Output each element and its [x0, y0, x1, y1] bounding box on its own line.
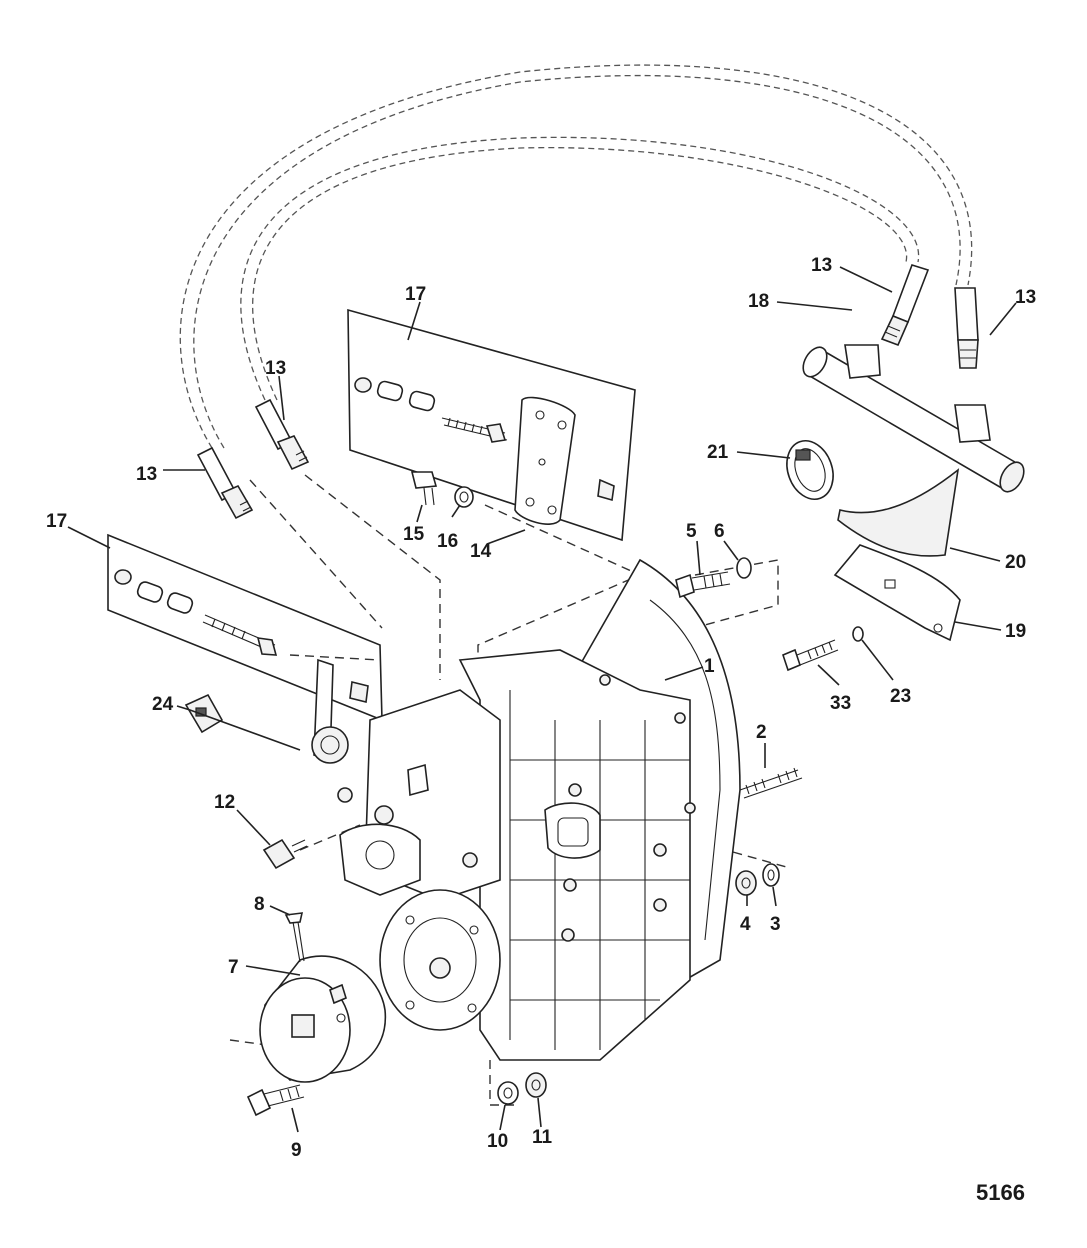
nut-4 [735, 870, 757, 896]
callout-8: 8 [254, 894, 265, 915]
callout-11: 11 [532, 1127, 553, 1148]
callout-21: 21 [707, 442, 729, 463]
cooler-saddle-cushion [837, 468, 960, 557]
callout-3: 3 [770, 914, 781, 935]
callout-6: 6 [714, 521, 725, 542]
leader-lines [67, 266, 1017, 1133]
callout-4: 4 [740, 914, 751, 935]
callout-19: 19 [1005, 621, 1026, 642]
bracket-bolt [782, 639, 839, 672]
callout-13-right-a: 13 [811, 255, 832, 276]
bracket-washer [852, 626, 864, 642]
callout-1: 1 [704, 656, 715, 677]
callout-24: 24 [152, 694, 174, 715]
sensor-12 [262, 838, 308, 870]
washer-6 [736, 557, 752, 579]
callout-10: 10 [487, 1131, 508, 1152]
callout-12: 12 [214, 792, 235, 813]
callout-14: 14 [470, 541, 492, 562]
hose-fitting-left-lower [196, 446, 254, 520]
mount-kit-panel-upper [347, 308, 636, 542]
stud-bolt-15 [410, 471, 438, 506]
callout-13-left-upper: 13 [265, 358, 286, 379]
callout-16: 16 [437, 531, 458, 552]
bolt-5 [675, 571, 731, 599]
drive-coupling [259, 955, 387, 1083]
callout-17-lower: 17 [46, 511, 67, 532]
hose-fitting-right-b [954, 287, 979, 369]
callout-5: 5 [686, 521, 697, 542]
callout-2: 2 [756, 722, 767, 743]
switch-24 [184, 693, 224, 734]
oil-cooler [802, 344, 1025, 493]
hose-fitting-right-a [880, 264, 930, 347]
cooler-hoses [179, 64, 973, 449]
output-flange [379, 889, 501, 1031]
mount-kit-panel-lower [107, 533, 383, 762]
transmission-housing [311, 558, 741, 1061]
hose-clamp [786, 440, 834, 500]
screw-8 [284, 912, 305, 963]
callout-7: 7 [228, 957, 239, 978]
nut-11 [525, 1072, 547, 1098]
callout-labels: 17 17 13 13 13 13 18 21 20 19 15 16 14 5… [46, 255, 1036, 1161]
figure-id: 5166 [976, 1180, 1025, 1205]
callout-23: 23 [890, 686, 911, 707]
bolt-9 [246, 1084, 305, 1117]
callout-17-upper: 17 [405, 284, 426, 305]
stud-2 [739, 767, 803, 799]
washer-3 [762, 863, 780, 887]
callout-9: 9 [291, 1140, 302, 1161]
cooler-mount-bracket [833, 544, 961, 642]
callout-13-right-b: 13 [1015, 287, 1036, 308]
callout-15: 15 [403, 524, 425, 545]
washer-10 [497, 1081, 519, 1105]
washer-16 [454, 486, 474, 508]
callout-13-left-lower: 13 [136, 464, 157, 485]
hose-fitting-left-upper [254, 398, 310, 471]
callout-20: 20 [1005, 552, 1026, 573]
callout-18: 18 [748, 291, 769, 312]
callout-33: 33 [830, 693, 851, 714]
